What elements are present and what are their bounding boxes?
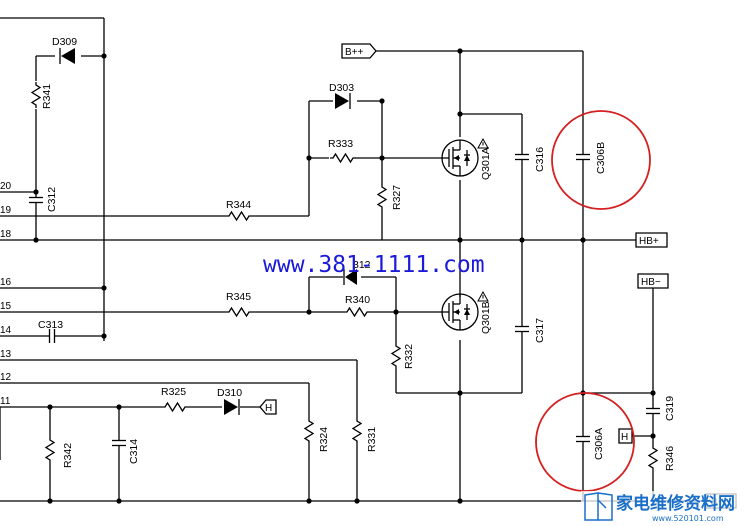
diode-d310: [224, 399, 240, 415]
label-c317: C317: [534, 318, 546, 343]
port-h2: H: [618, 428, 633, 444]
label-r332: R332: [403, 344, 415, 369]
logo-domain: www.520101.com: [652, 514, 724, 523]
watermark-url: www.381-1111.com: [263, 252, 485, 278]
pin-11: 11: [0, 396, 11, 407]
resistor-r324: [304, 417, 314, 445]
resistor-r341: [31, 81, 41, 109]
logo-site-name: 家电维修资料网: [616, 493, 735, 514]
resistor-r331: [352, 417, 362, 445]
pin-20: 20: [0, 181, 12, 192]
port-h1-label: H: [265, 403, 272, 414]
diode-d309: [59, 48, 75, 64]
capacitor-c317: [514, 325, 530, 333]
transistor-q301b: [441, 293, 479, 331]
pin-12: 12: [0, 372, 12, 383]
label-c314: C314: [128, 439, 140, 464]
label-r345: R345: [226, 291, 251, 303]
port-h2-label: H: [621, 432, 628, 443]
diodes: D309 D303 312 D310: [52, 36, 371, 415]
port-hbp-label: HB+: [639, 236, 659, 247]
wires: [0, 17, 654, 502]
pin-14: 14: [0, 325, 12, 336]
diode-d312: [343, 269, 357, 285]
label-r327: R327: [391, 185, 403, 210]
resistor-r344: [225, 211, 253, 221]
resistor-r345: [225, 307, 253, 317]
resistor-r342: [45, 436, 55, 464]
junction-dots: [33, 48, 656, 504]
logo-icon: [584, 492, 613, 521]
resistor-r332: [391, 342, 401, 370]
diode-d303: [335, 93, 351, 109]
pin-18: 18: [0, 229, 12, 240]
capacitors: C312 C313 C314 C316 C317 C306B C306A C31…: [28, 142, 676, 464]
label-r324: R324: [318, 427, 330, 452]
label-d309: D309: [52, 36, 77, 48]
resistor-r340: [343, 307, 371, 317]
label-c313: C313: [38, 319, 63, 331]
resistor-r325: [161, 402, 189, 412]
label-c312: C312: [46, 187, 58, 212]
port-bpp-label: B++: [345, 47, 364, 58]
port-h1: H: [259, 399, 277, 415]
label-r325: R325: [161, 386, 186, 398]
highlight-circle-c306b: [551, 110, 651, 210]
capacitor-c306a: [575, 435, 591, 443]
resistors: R341 R333 R327 R344 R345 R340 R332 R325 …: [31, 81, 676, 472]
capacitor-c314: [111, 439, 127, 447]
label-r333: R333: [328, 138, 353, 150]
capacitor-c319: [645, 407, 661, 415]
label-c306a: C306A: [593, 428, 605, 460]
label-d310: D310: [217, 387, 242, 399]
capacitor-c316: [514, 153, 530, 161]
resistor-r327: [377, 183, 387, 211]
label-r346: R346: [664, 446, 676, 471]
capacitor-c306b: [575, 153, 591, 161]
pin-13: 13: [0, 349, 12, 360]
connector-pins: 20 19 18 16 15 14 13 12 11: [0, 181, 12, 407]
label-q301b: Q301B: [480, 301, 492, 334]
pin-15: 15: [0, 301, 12, 312]
label-c306b: C306B: [595, 142, 607, 174]
label-r341: R341: [41, 84, 53, 109]
port-bpp: B++: [341, 43, 377, 59]
label-r340: R340: [345, 294, 370, 306]
label-c319: C319: [664, 396, 676, 421]
label-c316: C316: [534, 147, 546, 172]
label-r331: R331: [366, 427, 378, 452]
site-logo: 家电维修资料网 www.520101.com: [581, 491, 753, 526]
resistor-r333: [329, 153, 357, 163]
transistor-q301a: [441, 139, 479, 177]
warning-icon: [477, 290, 489, 302]
label-q301a: Q301A: [480, 147, 492, 180]
capacitor-c313: [48, 328, 56, 344]
label-d303: D303: [329, 82, 354, 94]
pin-19: 19: [0, 205, 12, 216]
label-r344: R344: [226, 199, 251, 211]
port-hbm-label: HB−: [641, 277, 661, 288]
label-d312: 312: [353, 259, 371, 271]
warning-icon: [477, 137, 489, 149]
resistor-r346: [648, 444, 658, 472]
port-hbm: HB−: [637, 273, 669, 289]
pin-16: 16: [0, 277, 12, 288]
capacitor-c312: [28, 196, 44, 204]
port-hbp: HB+: [635, 232, 668, 248]
label-r342: R342: [62, 443, 74, 468]
